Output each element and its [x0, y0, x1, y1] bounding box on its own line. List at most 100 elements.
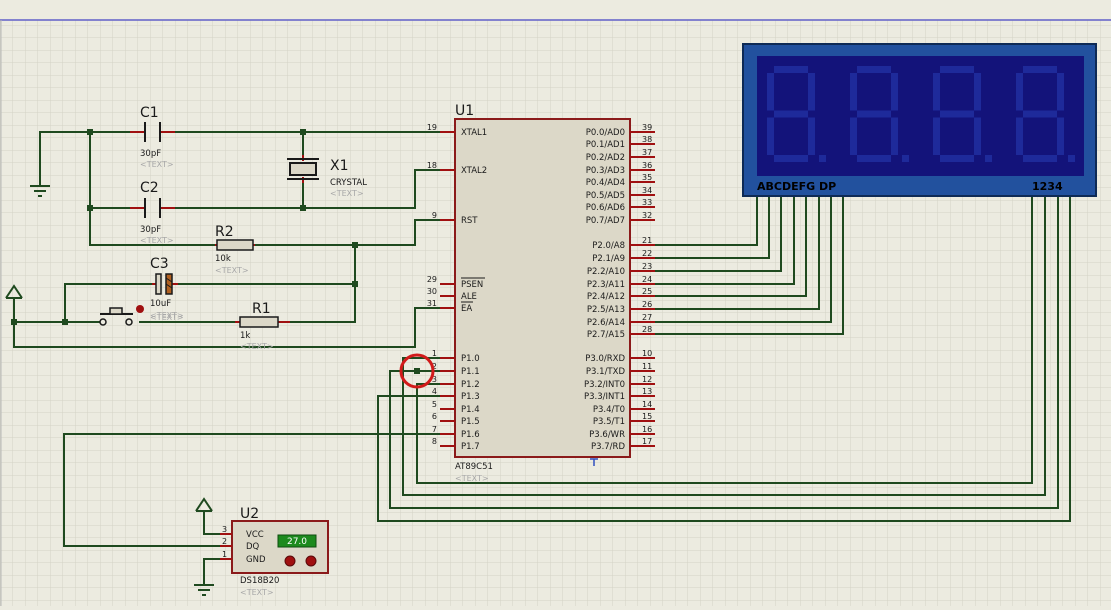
mcu-pin-number: 35 — [642, 173, 652, 182]
resistor-r2[interactable]: R2 10k <TEXT> — [215, 224, 255, 275]
r1-value: 1k — [240, 331, 250, 341]
crystal-x1[interactable]: X1 CRYSTAL <TEXT> — [287, 155, 367, 198]
mcu-pin-number: 1 — [432, 349, 437, 358]
segment-labels: ABCDEFG DP — [757, 180, 836, 193]
display-digits — [767, 66, 1075, 162]
mcu-pin-number: 5 — [432, 400, 437, 409]
u2-temperature-reading: 27.0 — [287, 537, 307, 547]
wires — [13, 131, 1071, 585]
u2-pin-number: 3 — [222, 525, 227, 534]
seven-segment-display[interactable]: ABCDEFG DP 1234 — [742, 43, 1097, 197]
c3-text: <TEXT> — [150, 311, 184, 320]
mcu-pin-number: 18 — [427, 161, 437, 170]
digit-labels: 1234 — [1032, 180, 1063, 193]
mcu-pin-name: P1.6 — [461, 430, 480, 440]
r2-ref: R2 — [215, 224, 234, 240]
power-terminal-u2 — [195, 497, 213, 512]
mcu-left-pins: 19XTAL118XTAL29RST29PSEN30ALE31EA1P1.02P… — [427, 123, 487, 452]
digit-2 — [850, 66, 909, 162]
mcu-pin-name: P3.4/T0 — [593, 405, 625, 415]
resistor-r1[interactable]: R1 1k <TEXT> — [235, 301, 290, 351]
capacitor-c1[interactable]: C1 30pF <TEXT> — [130, 105, 175, 169]
x1-ref: X1 — [330, 158, 349, 174]
c1-ref: C1 — [140, 105, 159, 121]
u2-increase-button[interactable] — [305, 555, 317, 567]
mcu-u1[interactable]: 19XTAL118XTAL29RST29PSEN30ALE31EA1P1.02P… — [427, 103, 655, 483]
mcu-pin-name: P1.2 — [461, 380, 480, 390]
u1-ref: U1 — [455, 103, 474, 119]
button-text: <TEXT> — [150, 313, 184, 322]
mcu-pin-number: 4 — [432, 387, 437, 396]
mcu-pin-name: ALE — [461, 292, 477, 302]
digit-1 — [767, 66, 826, 162]
mcu-pin-number: 28 — [642, 325, 652, 334]
mcu-pin-name: P2.6/A14 — [587, 318, 625, 328]
mcu-pin-number: 16 — [642, 425, 652, 434]
capacitor-c3[interactable]: C3 10uF <TEXT> — [150, 256, 184, 320]
selection-marker[interactable] — [399, 353, 435, 389]
u1-part: AT89C51 — [455, 462, 493, 472]
mcu-pin-number: 19 — [427, 123, 437, 132]
digit-4 — [1016, 66, 1075, 162]
mcu-pin-number: 26 — [642, 300, 652, 309]
power-terminal-left — [5, 284, 23, 299]
mcu-pin-name: P2.1/A9 — [592, 254, 625, 264]
mcu-pin-name: P1.4 — [461, 405, 480, 415]
x1-value: CRYSTAL — [330, 178, 367, 188]
u2-ref: U2 — [240, 506, 259, 522]
mcu-pin-name: P2.7/A15 — [587, 330, 625, 340]
mcu-pin-name: P3.2/INT0 — [584, 380, 625, 390]
mcu-pin-number: 22 — [642, 249, 652, 258]
mcu-pin-name: P0.2/AD2 — [586, 153, 625, 163]
u2-pin-name: GND — [246, 555, 266, 565]
mcu-pin-name: P0.5/AD5 — [586, 191, 625, 201]
mcu-pin-name: RST — [461, 216, 478, 226]
mcu-pin-number: 15 — [642, 412, 652, 421]
c1-value: 30pF — [140, 149, 161, 159]
mcu-pin-number: 27 — [642, 313, 652, 322]
u2-part: DS18B20 — [240, 576, 279, 586]
u2-pin-number: 1 — [222, 550, 227, 559]
u2-decrease-button[interactable] — [284, 555, 296, 567]
mcu-pin-name: P1.1 — [461, 367, 480, 377]
ground-symbol-left — [30, 185, 50, 197]
probe-marker — [590, 458, 598, 466]
push-button[interactable]: <TEXT> — [99, 305, 184, 326]
mcu-pin-name: P0.7/AD7 — [586, 216, 625, 226]
mcu-pin-name: P2.5/A13 — [587, 305, 625, 315]
mcu-pin-number: 36 — [642, 161, 652, 170]
mcu-pin-number: 3 — [432, 375, 437, 384]
u2-pin-name: VCC — [246, 530, 264, 540]
mcu-pin-name: P2.2/A10 — [587, 267, 625, 277]
mcu-pin-number: 6 — [432, 412, 437, 421]
mcu-pin-name: P0.1/AD1 — [586, 140, 625, 150]
mcu-pin-name: P3.7/RD — [591, 442, 625, 452]
mcu-pin-name: P1.0 — [461, 354, 480, 364]
mcu-pin-number: 14 — [642, 400, 652, 409]
mcu-pin-name: P1.5 — [461, 417, 480, 427]
r1-text: <TEXT> — [240, 342, 274, 351]
mcu-pin-number: 34 — [642, 186, 652, 195]
r1-ref: R1 — [252, 301, 271, 317]
r2-value: 10k — [215, 254, 231, 264]
u2-text: <TEXT> — [240, 588, 274, 597]
mcu-pin-number: 7 — [432, 425, 437, 434]
mcu-pin-name: P3.5/T1 — [593, 417, 625, 427]
mcu-pin-number: 31 — [427, 299, 437, 308]
mcu-right-pins: 39P0.0/AD038P0.1/AD137P0.2/AD236P0.3/AD3… — [584, 123, 655, 452]
c3-ref: C3 — [150, 256, 169, 272]
mcu-pin-number: 21 — [642, 236, 652, 245]
mcu-pin-number: 30 — [427, 287, 437, 296]
mcu-pin-number: 37 — [642, 148, 652, 157]
mcu-pin-name: P3.0/RXD — [585, 354, 625, 364]
mcu-pin-number: 39 — [642, 123, 652, 132]
mcu-pin-number: 11 — [642, 362, 652, 371]
r2-text: <TEXT> — [215, 266, 249, 275]
c2-value: 30pF — [140, 225, 161, 235]
capacitor-c2[interactable]: C2 30pF <TEXT> — [130, 180, 175, 245]
mcu-pin-name: P1.7 — [461, 442, 480, 452]
mcu-pin-name: P2.0/A8 — [592, 241, 625, 251]
mcu-pin-number: 13 — [642, 387, 652, 396]
